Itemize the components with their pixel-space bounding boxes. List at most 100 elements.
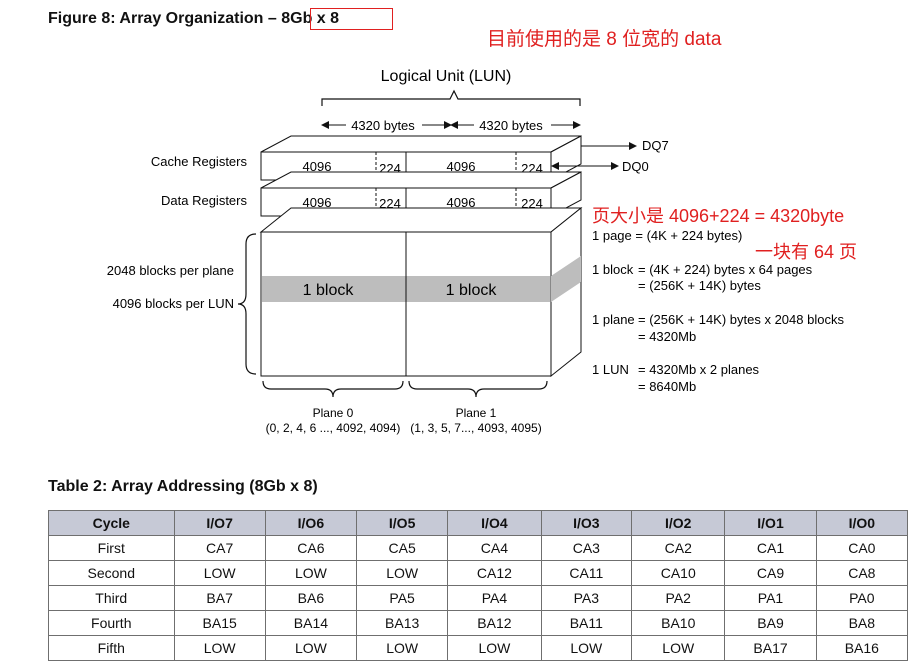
table-cell: CA0: [815, 535, 909, 561]
block-band-side: [551, 256, 581, 302]
table-cell: Second: [48, 560, 175, 586]
data-register-top: [260, 171, 582, 189]
eq-plane-key: 1 plane: [592, 312, 635, 327]
block-label-plane1: 1 block: [446, 282, 498, 299]
table-cell: BA14: [264, 610, 358, 636]
header-io6: I/O6: [264, 510, 358, 536]
table-row: Second LOW LOW LOW CA12 CA11 CA10 CA9 CA…: [48, 560, 909, 586]
cache-cell-main-1: 4096: [447, 159, 476, 174]
table-cell: CA7: [173, 535, 266, 561]
table-cell: LOW: [540, 635, 633, 661]
plane0-name: Plane 0: [313, 406, 354, 420]
bytes-left-label: 4320 bytes: [351, 118, 415, 133]
table-cell: PA4: [447, 585, 542, 611]
table-cell: BA10: [631, 610, 726, 636]
table-cell: CA12: [447, 560, 542, 586]
table-row: First CA7 CA6 CA5 CA4 CA3 CA2 CA1 CA0: [48, 535, 909, 561]
eq-block-1: = (4K + 224) bytes x 64 pages: [638, 262, 813, 277]
table-cell: CA1: [724, 535, 817, 561]
table-cell: LOW: [264, 560, 358, 586]
table-cell: First: [48, 535, 175, 561]
dq0-label: DQ0: [622, 159, 649, 174]
table-cell: Fourth: [48, 610, 175, 636]
table-cell: Third: [48, 585, 175, 611]
table-cell: CA11: [540, 560, 633, 586]
blocks-per-lun-label: 4096 blocks per LUN: [113, 296, 234, 311]
array-top: [259, 207, 583, 233]
lun-brace: [321, 89, 581, 106]
table-cell: Fifth: [48, 635, 175, 661]
data-cell-spare-1: 224: [521, 196, 543, 211]
eq-block-key: 1 block: [592, 262, 634, 277]
table-row: Fifth LOW LOW LOW LOW LOW LOW BA17 BA16: [48, 635, 909, 661]
cache-cell-main-0: 4096: [303, 159, 332, 174]
header-io1: I/O1: [724, 510, 817, 536]
table-row: Fourth BA15 BA14 BA13 BA12 BA11 BA10 BA9…: [48, 610, 909, 636]
table-cell: BA7: [173, 585, 266, 611]
table-cell: BA13: [356, 610, 449, 636]
plane1-brace: [408, 380, 548, 398]
cache-registers-label: Cache Registers: [151, 154, 248, 169]
eq-lun-2: = 8640Mb: [638, 379, 696, 394]
data-cell-main-1: 4096: [447, 195, 476, 210]
data-registers-label: Data Registers: [161, 193, 247, 208]
data-cell-spare-0: 224: [379, 196, 401, 211]
table-cell: CA2: [631, 535, 726, 561]
table-cell: PA2: [631, 585, 726, 611]
eq-page: 1 page = (4K + 224 bytes): [592, 228, 742, 243]
table-cell: BA9: [724, 610, 817, 636]
annotation-page-size: 页大小是 4096+224 = 4320byte: [592, 206, 845, 226]
table-cell: LOW: [264, 635, 358, 661]
eq-lun-1: = 4320Mb x 2 planes: [638, 362, 760, 377]
table-cell: BA8: [815, 610, 909, 636]
lun-label: Logical Unit (LUN): [381, 68, 512, 85]
array-addressing-table: Cycle I/O7 I/O6 I/O5 I/O4 I/O3 I/O2 I/O1…: [48, 510, 909, 661]
table-cell: BA15: [173, 610, 266, 636]
table-cell: PA1: [724, 585, 817, 611]
header-io2: I/O2: [631, 510, 726, 536]
block-label-plane0: 1 block: [303, 282, 355, 299]
table-cell: CA6: [264, 535, 358, 561]
table-cell: PA5: [356, 585, 449, 611]
table-cell: LOW: [447, 635, 542, 661]
plane1-name: Plane 1: [456, 406, 497, 420]
header-io4: I/O4: [447, 510, 542, 536]
table-cell: LOW: [356, 635, 449, 661]
blocks-per-plane-label: 2048 blocks per plane: [107, 263, 234, 278]
plane0-brace: [262, 380, 404, 398]
header-io3: I/O3: [540, 510, 633, 536]
table-cell: BA16: [815, 635, 909, 661]
table-cell: LOW: [631, 635, 726, 661]
table-cell: PA0: [815, 585, 909, 611]
table-cell: PA3: [540, 585, 633, 611]
eq-plane-1: = (256K + 14K) bytes x 2048 blocks: [638, 312, 844, 327]
left-brace: [237, 233, 257, 375]
table-cell: CA3: [540, 535, 633, 561]
table-cell: CA9: [724, 560, 817, 586]
header-io0: I/O0: [815, 510, 909, 536]
figure-title-text: Figure 8: Array Organization –: [48, 10, 282, 27]
header-cycle: Cycle: [48, 510, 175, 536]
table-cell: BA17: [724, 635, 817, 661]
table-cell: CA4: [447, 535, 542, 561]
eq-lun-key: 1 LUN: [592, 362, 629, 377]
table-cell: LOW: [173, 560, 266, 586]
table-cell: CA8: [815, 560, 909, 586]
annotation-data-width: 目前使用的是 8 位宽的 data: [487, 29, 722, 50]
table-cell: BA6: [264, 585, 358, 611]
annotation-block-pages: 一块有 64 页: [755, 242, 858, 262]
eq-block-2: = (256K + 14K) bytes: [638, 278, 761, 293]
cache-register-top: [260, 135, 582, 153]
table-cell: CA10: [631, 560, 726, 586]
table-title: Table 2: Array Addressing (8Gb x 8): [48, 478, 318, 495]
highlight-box: [310, 8, 393, 30]
table-cell: LOW: [356, 560, 449, 586]
dq7-label: DQ7: [642, 138, 669, 153]
table-cell: LOW: [173, 635, 266, 661]
table-header-row: Cycle I/O7 I/O6 I/O5 I/O4 I/O3 I/O2 I/O1…: [48, 510, 909, 536]
table-cell: BA11: [540, 610, 633, 636]
table-row: Third BA7 BA6 PA5 PA4 PA3 PA2 PA1 PA0: [48, 585, 909, 611]
array-organization-diagram: Logical Unit (LUN) 4320 bytes 4320 bytes…: [107, 68, 845, 435]
plane0-blocks: (0, 2, 4, 6 ..., 4092, 4094): [266, 421, 401, 435]
plane1-blocks: (1, 3, 5, 7..., 4093, 4095): [410, 421, 541, 435]
